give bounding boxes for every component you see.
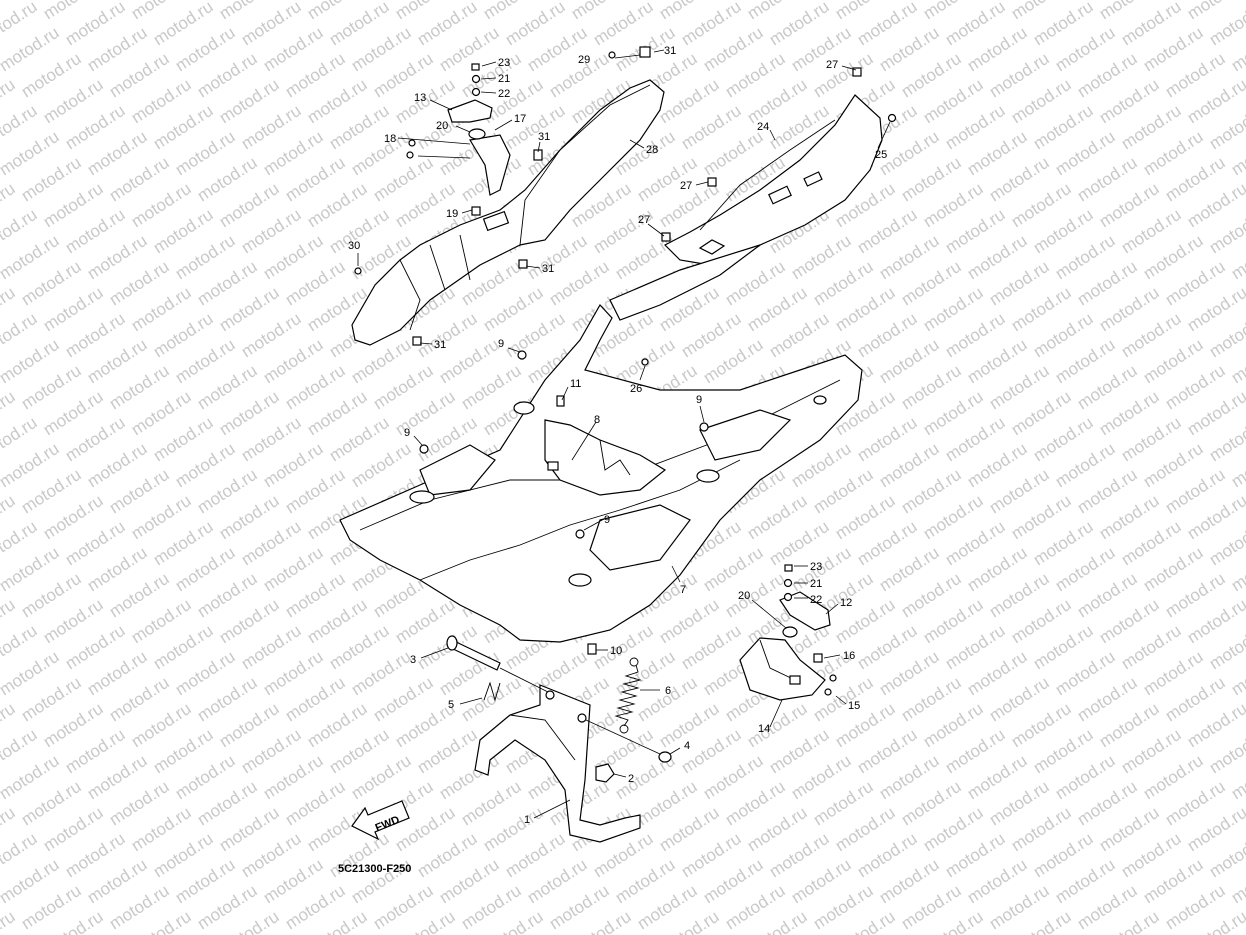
- callout-28: 28: [646, 144, 658, 156]
- callout-27: 27: [826, 59, 838, 71]
- callout-18: 18: [384, 133, 396, 145]
- leader-lines: [357, 49, 891, 819]
- callout-26: 26: [630, 383, 642, 395]
- callout-13: 13: [414, 92, 426, 104]
- callout-31: 31: [434, 339, 446, 351]
- parts-artwork: FWD: [339, 46, 897, 843]
- callout-24: 24: [757, 121, 769, 133]
- callout-20: 20: [738, 590, 750, 602]
- part-14-footrest-bracket: [739, 637, 826, 701]
- part-24-rear-cover: [663, 94, 883, 266]
- callout-10: 10: [610, 645, 622, 657]
- part-12-footrest-pad: [779, 591, 831, 631]
- callout-14: 14: [758, 723, 770, 735]
- part-13-footrest-pad: [447, 99, 493, 123]
- part-1-main-stand: [474, 684, 641, 843]
- callout-21: 21: [810, 578, 822, 590]
- callout-21: 21: [498, 73, 510, 85]
- callout-9: 9: [696, 394, 702, 406]
- watermark-text: motod.ru: [0, 907, 18, 935]
- callout-8: 8: [594, 414, 600, 426]
- callout-6: 6: [665, 685, 671, 697]
- callout-30: 30: [348, 240, 360, 252]
- callout-27: 27: [680, 180, 692, 192]
- callout-27: 27: [638, 214, 650, 226]
- callout-29: 29: [578, 54, 590, 66]
- callout-23: 23: [498, 57, 510, 69]
- callout-25: 25: [875, 149, 887, 161]
- callout-15: 15: [848, 700, 860, 712]
- part-28-side-panel: [351, 79, 665, 346]
- callout-31: 31: [542, 263, 554, 275]
- callout-31: 31: [538, 131, 550, 143]
- callout-31: 31: [664, 45, 676, 57]
- part-4-washer: [658, 751, 672, 763]
- callout-23: 23: [810, 561, 822, 573]
- callout-4: 4: [684, 740, 690, 752]
- callout-17: 17: [514, 113, 526, 125]
- callout-9: 9: [404, 427, 410, 439]
- callout-labels: 23 21 22 13 20 17 18 31 19 30 31 31 29 3…: [348, 45, 887, 826]
- callout-22: 22: [498, 88, 510, 100]
- part-17-footrest-bracket: [469, 134, 511, 196]
- callout-3: 3: [410, 654, 416, 666]
- callout-11: 11: [570, 378, 581, 390]
- callout-7: 7: [680, 584, 686, 596]
- part-6-spring: [614, 657, 642, 734]
- callout-9: 9: [498, 338, 504, 350]
- callout-16: 16: [843, 650, 855, 662]
- callout-22: 22: [810, 594, 822, 606]
- callout-2: 2: [628, 773, 634, 785]
- callout-19: 19: [446, 208, 458, 220]
- callout-20: 20: [436, 120, 448, 132]
- part-2-stopper: [595, 763, 615, 783]
- callout-1: 1: [524, 814, 530, 826]
- diagram-code: 5C21300-F250: [338, 863, 411, 875]
- callout-5: 5: [448, 699, 454, 711]
- part-5-pin: [483, 681, 501, 702]
- callout-12: 12: [840, 597, 852, 609]
- callout-9: 9: [604, 514, 610, 526]
